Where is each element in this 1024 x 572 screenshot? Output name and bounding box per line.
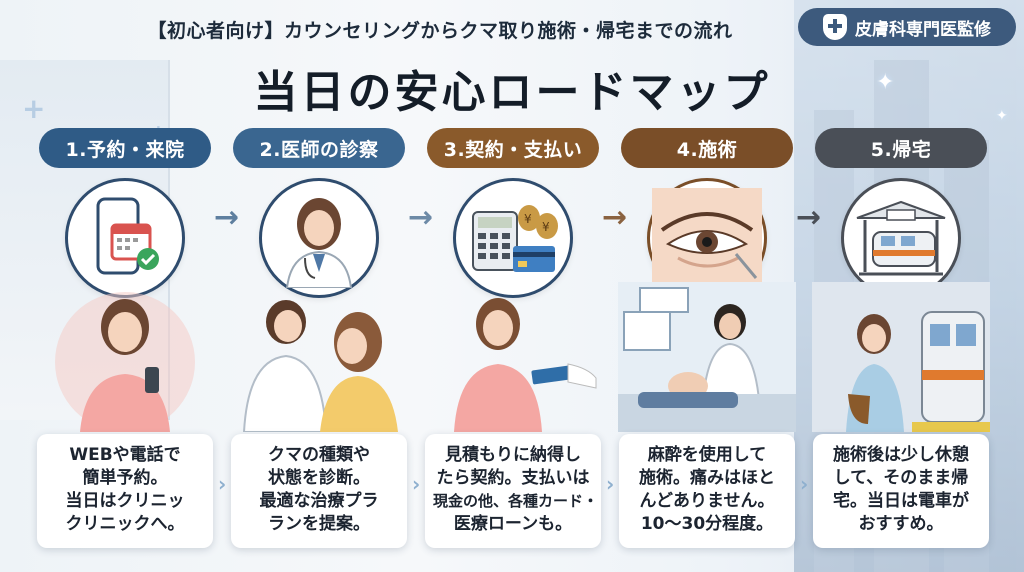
caption-line: たら契約。支払いは — [436, 468, 590, 488]
chevron-right-icon: › — [218, 472, 227, 496]
step-5-illustration — [812, 282, 990, 432]
caption-line: 施術。痛みはほと — [639, 468, 775, 488]
arrow-right-icon: → — [214, 200, 240, 235]
caption-line: おすすめ。 — [858, 514, 944, 534]
doctor-icon — [259, 178, 379, 298]
step-3: 3.契約・支払い ¥ ¥ — [424, 128, 602, 298]
step-4-caption: 麻酔を使用して 施術。痛みはほと んどありません。 10〜30分程度。 — [619, 434, 795, 548]
chevron-right-icon: › — [800, 472, 809, 496]
caption-line: クマの種類や — [268, 445, 370, 465]
svg-text:¥: ¥ — [524, 212, 532, 226]
step-3-caption: 見積もりに納得し たら契約。支払いは 現金の他、各種カード・ 医療ローンも。 — [425, 434, 601, 548]
smartphone-calendar-icon — [65, 178, 185, 298]
caption-line: 最適な治療プラ — [259, 491, 379, 511]
step-4-illustration — [618, 282, 796, 432]
step-3-illustration — [424, 282, 602, 432]
step-2-label: 2.医師の診察 — [233, 128, 405, 168]
eye-treatment-icon — [647, 178, 767, 298]
caption-line: んどありません。 — [639, 491, 775, 511]
caption-line: 医療ローンも。 — [453, 514, 573, 534]
caption-line: 麻酔を使用して — [647, 445, 767, 465]
caption-line: WEBや電話で — [69, 445, 181, 465]
arrow-right-icon: → — [408, 200, 434, 235]
caption-line: ランを提案。 — [268, 514, 370, 534]
step-1: 1.予約・来院 — [36, 128, 214, 298]
caption-line: クリニックへ。 — [65, 514, 185, 534]
page-title: 当日の安心ロードマップ — [253, 67, 771, 118]
calculator-money-icon: ¥ ¥ — [453, 178, 573, 298]
page-subtitle: 【初心者向け】カウンセリングからクマ取り施術・帰宅までの流れ — [147, 20, 733, 42]
step-4: 4.施術 — [618, 128, 796, 298]
supervision-badge: 皮膚科専門医監修 — [798, 8, 1016, 46]
step-2-caption: クマの種類や 状態を診断。 最適な治療プラ ランを提案。 — [231, 434, 407, 548]
caption-line: 施術後は少し休憩 — [833, 445, 969, 465]
step-1-label: 1.予約・来院 — [39, 128, 211, 168]
sparkle-icon: ✦ — [876, 70, 895, 95]
caption-line: 簡単予約。 — [82, 468, 168, 488]
step-5-caption: 施術後は少し休憩 して、そのまま帰 宅。当日は電車が おすすめ。 — [813, 434, 989, 548]
chevron-right-icon: › — [412, 472, 421, 496]
step-1-caption: WEBや電話で 簡単予約。 当日はクリニッ クリニックへ。 — [37, 434, 213, 548]
svg-text:¥: ¥ — [542, 220, 550, 234]
step-5-label: 5.帰宅 — [815, 128, 987, 168]
train-station-icon — [841, 178, 961, 298]
caption-line: 状態を診断。 — [268, 468, 370, 488]
caption-line: 現金の他、各種カード・ — [433, 492, 599, 510]
plus-decoration-icon: + — [22, 92, 46, 125]
caption-line: 当日はクリニッ — [65, 491, 185, 511]
arrow-right-icon: → — [602, 200, 628, 235]
medical-cross-icon — [823, 14, 847, 40]
caption-line: 10〜30分程度。 — [640, 514, 774, 534]
step-1-illustration — [36, 282, 214, 432]
sparkle-icon: ✦ — [996, 108, 1008, 124]
badge-label: 皮膚科専門医監修 — [855, 19, 991, 40]
caption-line: 見積もりに納得し — [445, 445, 581, 465]
chevron-right-icon: › — [606, 472, 615, 496]
step-4-label: 4.施術 — [621, 128, 793, 168]
arrow-right-icon: → — [796, 200, 822, 235]
step-5: 5.帰宅 — [812, 128, 990, 298]
caption-line: 宅。当日は電車が — [833, 491, 969, 511]
step-3-label: 3.契約・支払い — [427, 128, 599, 168]
step-2-illustration — [230, 282, 408, 432]
caption-line: して、そのまま帰 — [833, 468, 969, 488]
step-2: 2.医師の診察 — [230, 128, 408, 298]
